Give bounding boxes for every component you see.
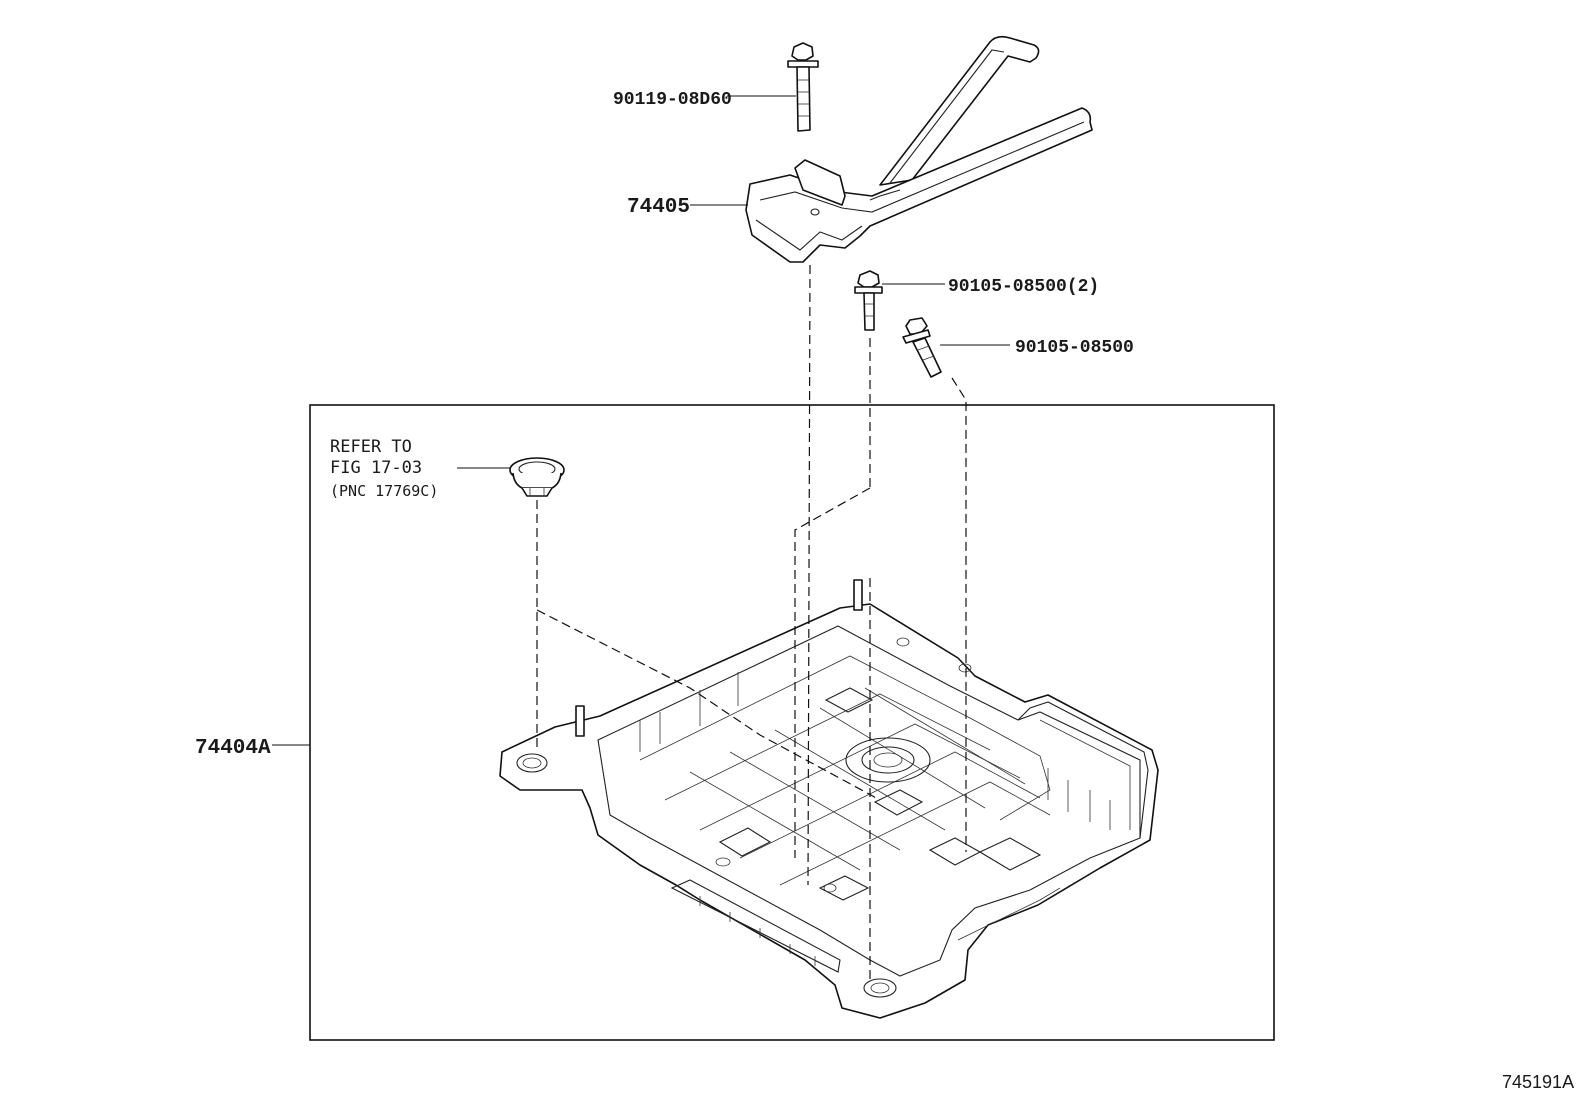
part-label-90119-08D60: 90119-08D60 xyxy=(613,90,732,110)
part-label-90105-08500: 90105-08500 xyxy=(1015,338,1134,358)
assembly-lines xyxy=(536,264,967,980)
reference-note-line1: REFER TO xyxy=(330,437,412,457)
reference-note-line2: FIG 17-03 xyxy=(330,458,422,478)
battery-clamp-bracket-icon xyxy=(745,35,1093,263)
part-label-74404A: 74404A xyxy=(195,737,271,760)
battery-tray-icon xyxy=(499,579,1159,1019)
push-clip-icon xyxy=(509,457,565,497)
part-label-90105-08500-2: 90105-08500(2) xyxy=(948,277,1099,297)
figure-number: 745191A xyxy=(1502,1072,1574,1092)
flange-bolt-icon xyxy=(854,270,883,331)
assembly-frame xyxy=(309,404,1275,1041)
reference-note-line3: (PNC 17769C) xyxy=(330,482,438,500)
part-label-74405: 74405 xyxy=(627,196,690,219)
flange-bolt-icon xyxy=(787,42,819,132)
flange-bolt-icon xyxy=(902,317,942,378)
